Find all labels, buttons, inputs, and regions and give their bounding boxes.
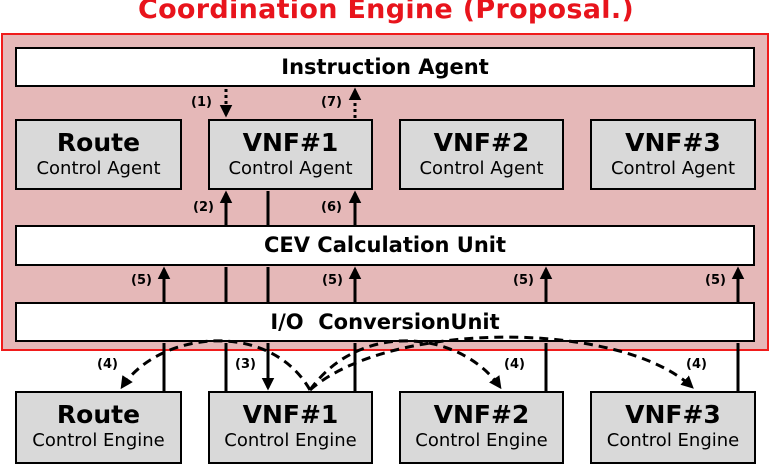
- vnf3-engine-name: VNF#3: [625, 400, 721, 429]
- arrow-step-4-vnf3: [309, 335, 694, 392]
- io-conversion-unit: I/O ConversionUnit: [15, 302, 755, 342]
- step-label-5-vnf3: (5): [705, 273, 726, 288]
- route-control-agent: Route Control Agent: [15, 119, 182, 190]
- step-label-7: (7): [321, 95, 342, 110]
- vnf1-agent-name: VNF#1: [242, 128, 339, 157]
- vnf1-control-agent: VNF#1 Control Agent: [208, 119, 373, 190]
- step-label-6: (6): [321, 200, 342, 215]
- vnf3-engine-sub: Control Engine: [606, 430, 740, 451]
- route-control-engine: Route Control Engine: [15, 391, 182, 464]
- step-label-5-vnf1: (5): [322, 273, 343, 288]
- vnf1-engine-name: VNF#1: [242, 400, 339, 429]
- vnf2-engine-sub: Control Engine: [415, 430, 548, 451]
- step-label-2: (2): [193, 200, 214, 215]
- step-label-4-vnf3: (4): [686, 357, 707, 372]
- step-label-4-route: (4): [97, 357, 118, 372]
- vnf2-control-agent: VNF#2 Control Agent: [399, 119, 564, 190]
- route-engine-sub: Control Engine: [32, 430, 165, 451]
- step-label-1: (1): [191, 95, 212, 110]
- vnf2-control-engine: VNF#2 Control Engine: [399, 391, 564, 464]
- step-label-5-route: (5): [131, 273, 152, 288]
- vnf2-engine-name: VNF#2: [433, 400, 530, 429]
- vnf3-control-engine: VNF#3 Control Engine: [590, 391, 756, 464]
- cev-calculation-unit: CEV Calculation Unit: [15, 225, 755, 266]
- step-label-5-vnf2: (5): [513, 273, 534, 288]
- step-label-3: (3): [235, 357, 256, 372]
- vnf3-agent-sub: Control Agent: [610, 158, 736, 179]
- vnf1-agent-sub: Control Agent: [228, 158, 353, 179]
- vnf2-agent-sub: Control Agent: [419, 158, 544, 179]
- step-label-4-vnf2: (4): [504, 357, 525, 372]
- arrow-step-4-route: [120, 339, 312, 391]
- arrow-step-4-vnf2: [308, 339, 502, 391]
- vnf2-agent-name: VNF#2: [433, 128, 530, 157]
- vnf3-agent-name: VNF#3: [625, 128, 721, 157]
- route-agent-sub: Control Agent: [36, 158, 161, 179]
- instruction-agent: Instruction Agent: [15, 47, 755, 87]
- vnf1-engine-sub: Control Engine: [224, 430, 357, 451]
- vnf3-control-agent: VNF#3 Control Agent: [590, 119, 756, 190]
- route-agent-name: Route: [56, 128, 141, 157]
- diagram-title: Coordination Engine (Proposal.): [137, 0, 635, 25]
- route-engine-name: Route: [56, 400, 141, 429]
- vnf1-control-engine: VNF#1 Control Engine: [208, 391, 373, 464]
